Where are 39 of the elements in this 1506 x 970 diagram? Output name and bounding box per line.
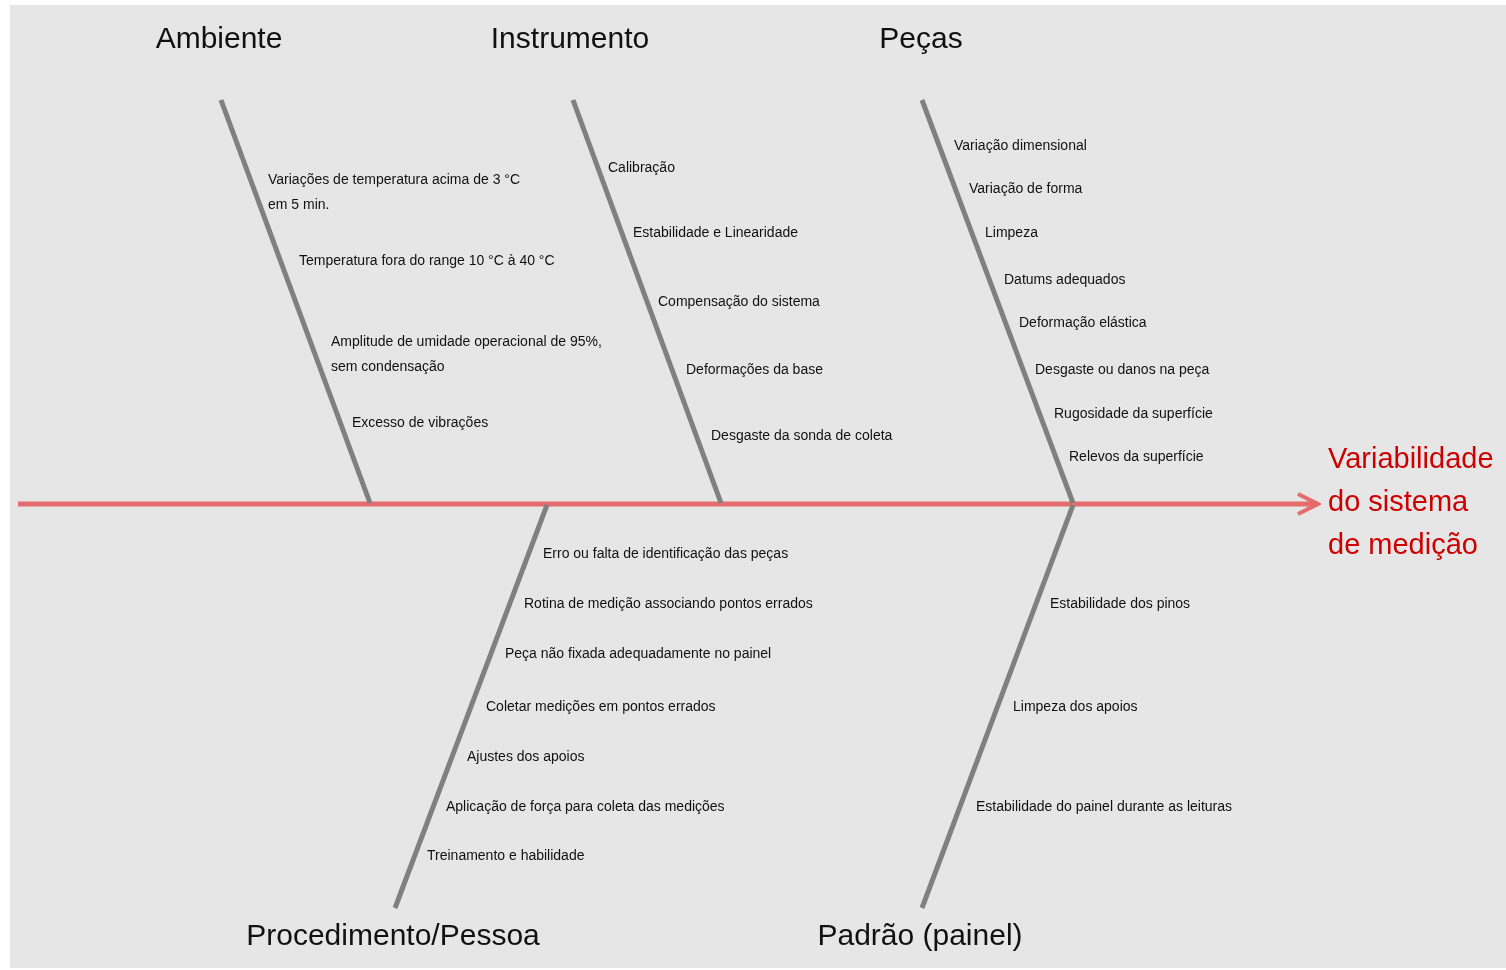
category-bone: [218, 99, 373, 504]
category-label: Ambiente: [155, 20, 283, 56]
cause-text: Ajustes dos apoios: [467, 747, 585, 766]
cause-text: Datums adequados: [1004, 270, 1126, 289]
cause-text: Rugosidade da superfície: [1054, 404, 1213, 423]
cause-text: Desgaste ou danos na peça: [1035, 360, 1210, 379]
cause-text: Treinamento e habilidade: [427, 846, 585, 865]
cause-text: Excesso de vibrações: [352, 413, 489, 432]
cause-text: Peça não fixada adequadamente no painel: [505, 644, 772, 663]
category-label: Peças: [879, 20, 963, 56]
cause-text: Desgaste da sonda de coleta: [711, 426, 893, 445]
cause-text: Limpeza dos apoios: [1013, 697, 1138, 716]
cause-text: Compensação do sistema: [658, 292, 820, 311]
effect-label: Variabilidade do sistema de medição: [1328, 437, 1506, 566]
category-bone: [392, 504, 550, 909]
category-label: Procedimento/Pessoa: [246, 917, 540, 953]
cause-text: Rotina de medição associando pontos errados: [524, 594, 813, 613]
spine-arrow: [18, 492, 1320, 516]
category-bone: [570, 99, 724, 504]
cause-text: Relevos da superfície: [1069, 447, 1204, 466]
cause-text: Limpeza: [985, 223, 1038, 242]
category-bone: [919, 99, 1076, 504]
category-label: Padrão (painel): [817, 917, 1023, 953]
cause-text: Estabilidade do painel durante as leituras: [976, 797, 1233, 816]
category-bone: [919, 504, 1076, 909]
cause-text: Calibração: [608, 158, 675, 177]
cause-text: Temperatura fora do range 10 °C à 40 °C: [299, 251, 556, 270]
cause-text: Aplicação de força para coleta das medições: [446, 797, 725, 816]
cause-text: Estabilidade dos pinos: [1050, 594, 1191, 613]
cause-text: Variações de temperatura acima de 3 °C em 5 min.: [268, 170, 522, 214]
cause-text: Erro ou falta de identificação das peças: [543, 544, 789, 563]
cause-text: Estabilidade e Linearidade: [633, 223, 798, 242]
cause-text: Variação dimensional: [954, 136, 1087, 155]
cause-text: Deformações da base: [686, 360, 823, 379]
cause-text: Variação de forma: [969, 179, 1083, 198]
cause-text: Deformação elástica: [1019, 313, 1147, 332]
cause-text: Coletar medições em pontos errados: [486, 697, 716, 716]
cause-text: Amplitude de umidade operacional de 95%, sem condensação: [331, 332, 603, 376]
category-label: Instrumento: [490, 20, 650, 56]
